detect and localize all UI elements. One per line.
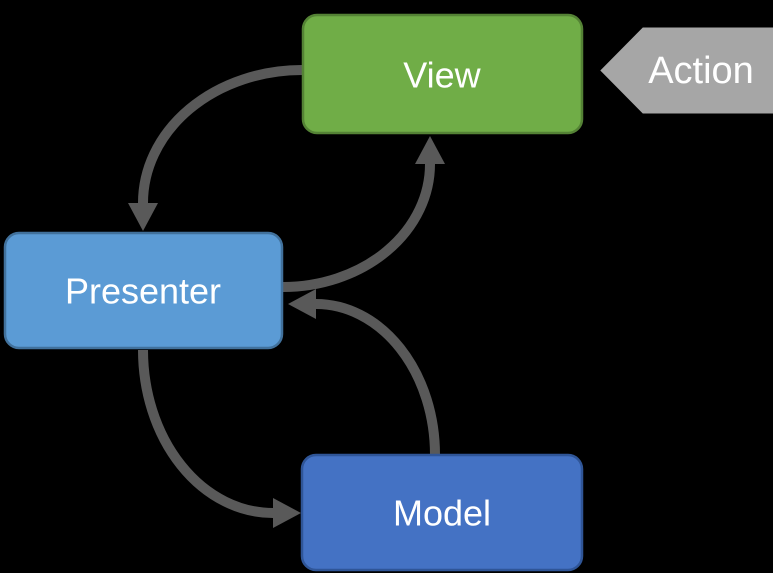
arrowhead-up-icon xyxy=(415,136,445,164)
edge-presenter-to-view xyxy=(282,136,445,292)
arrowhead-down-icon xyxy=(128,203,158,231)
action-arrow: Action xyxy=(600,27,773,114)
action-label: Action xyxy=(648,50,754,92)
action-arrow-shape xyxy=(600,27,773,114)
presenter-node-box xyxy=(3,231,284,350)
model-label: Model xyxy=(393,493,491,534)
view-node: View xyxy=(301,13,584,135)
edge-presenter-to-model xyxy=(138,349,301,528)
edge-model-to-presenter-curve xyxy=(315,299,440,456)
presenter-node: Presenter xyxy=(3,231,284,350)
arrowhead-right-icon xyxy=(273,498,301,528)
edge-presenter-to-view-curve xyxy=(282,163,435,292)
edge-presenter-to-model-curve xyxy=(138,349,274,518)
edge-view-to-presenter xyxy=(128,65,303,231)
presenter-label: Presenter xyxy=(65,271,221,312)
edge-model-to-presenter xyxy=(288,289,440,456)
view-node-box xyxy=(301,13,584,135)
model-node: Model xyxy=(300,453,584,572)
edge-view-to-presenter-curve xyxy=(138,65,303,204)
model-node-box xyxy=(300,453,584,572)
view-label: View xyxy=(403,55,481,96)
arrowhead-left-icon xyxy=(288,289,316,319)
